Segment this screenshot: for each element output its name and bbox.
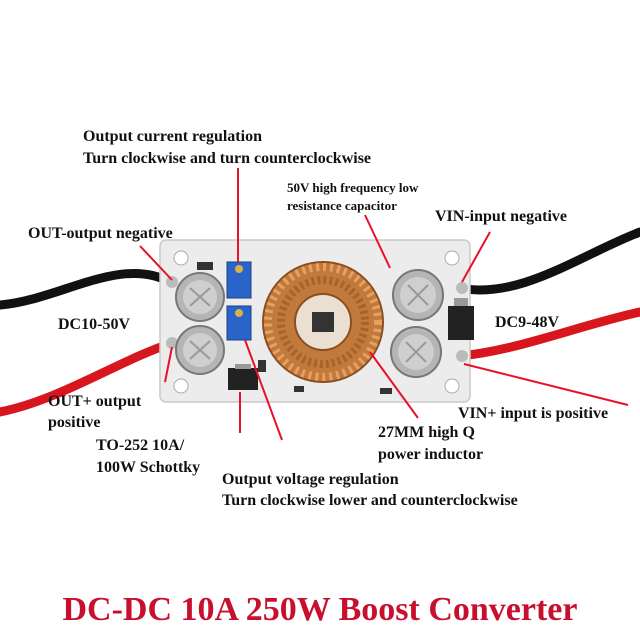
product-title: DC-DC 10A 250W Boost Converter (62, 591, 578, 628)
vin-negative-label: VIN-input negative (435, 208, 568, 225)
output-current-label-line2: Turn clockwise and turn counterclockwise (83, 150, 372, 167)
schottky-label-line2: 100W Schottky (96, 459, 201, 476)
black-output-wire (0, 268, 175, 310)
capacitor-left-top (175, 272, 225, 322)
out-positive-label-line2: positive (48, 414, 101, 431)
black-input-wire (455, 227, 640, 295)
capacitor-label-line1: 50V high frequency low (287, 180, 419, 195)
capacitor-right-top (392, 269, 444, 321)
mosfet (448, 298, 474, 340)
potentiometer-current (226, 261, 252, 299)
red-output-wire (0, 338, 177, 417)
capacitor-label-line2: resistance capacitor (287, 198, 397, 213)
toroid-inductor (262, 261, 384, 383)
vin-positive-label: VIN+ input is positive (458, 405, 609, 422)
output-voltage-label-line2: Turn clockwise lower and counterclockwis… (222, 492, 518, 509)
out-negative-label: OUT-output negative (28, 225, 173, 242)
dc-out-range-label: DC10-50V (58, 316, 130, 333)
schottky-label-line1: TO-252 10A/ (96, 437, 185, 454)
schottky-diode (228, 364, 258, 390)
red-input-wire (455, 307, 640, 361)
out-positive-label-line1: OUT+ output (48, 393, 142, 410)
capacitor-right-bottom (390, 326, 442, 378)
pointer-lines (139, 168, 629, 441)
small-components (197, 262, 392, 394)
capacitor-left-bottom (175, 325, 225, 375)
dc-in-range-label: DC9-48V (495, 314, 559, 331)
output-current-label-line1: Output current regulation (83, 128, 262, 145)
inductor-label-line2: power inductor (378, 446, 484, 463)
potentiometer-voltage (226, 305, 252, 341)
output-voltage-label-line1: Output voltage regulation (222, 471, 399, 488)
inductor-label-line1: 27MM high Q (378, 424, 475, 441)
